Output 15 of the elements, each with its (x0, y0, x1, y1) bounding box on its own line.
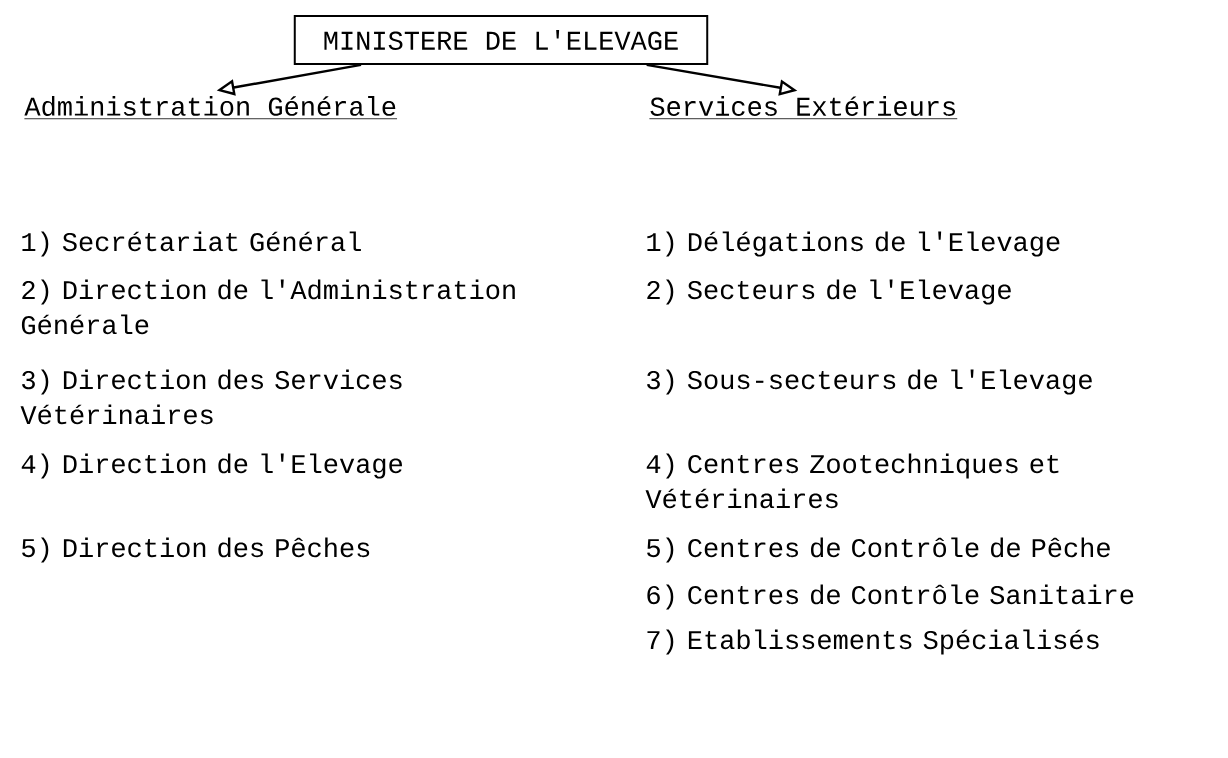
list-item: 2) Direction de l'Administration Générale (21, 279, 515, 335)
list-item: 3) Direction des Services Vétérinaires (20, 369, 402, 425)
list-item: 4) Centres Zootechniques et Vétérinaires (645, 453, 1059, 509)
list-item: 2) Secteurs de l'Elevage (647, 279, 1011, 305)
title-box: MINISTERE DE L'ELEVAGE (293, 15, 709, 65)
list-item: 1) Délégations de l'Elevage (647, 231, 1060, 257)
list-item: 5) Centres de Contrôle de Pêche (647, 537, 1110, 563)
list-item: 3) Sous-secteurs de l'Elevage (647, 369, 1092, 395)
list-item: 5) Direction des Pêches (22, 537, 370, 563)
heading-text: Services Extérieurs (649, 96, 958, 120)
list-item: 1) Secrétariat Général (22, 231, 361, 257)
heading-text: Administration Générale (24, 96, 398, 120)
list-item: 6) Centres de Contrôle Sanitaire (647, 584, 1134, 610)
list-item: 7) Etablissements Spécialisés (647, 629, 1099, 655)
list-item: 4) Direction de l'Elevage (21, 453, 402, 479)
